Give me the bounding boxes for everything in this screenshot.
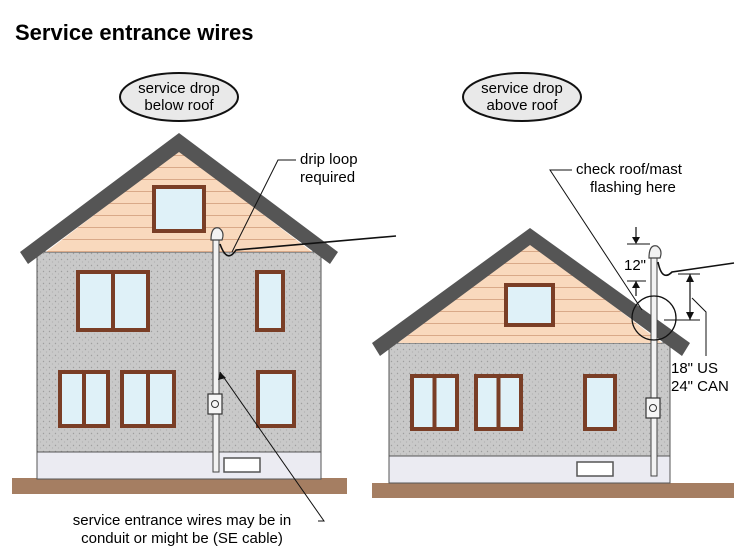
drip-loop-line2: required <box>300 169 355 186</box>
mast-right <box>650 254 658 477</box>
flashing-highlight <box>631 295 677 341</box>
flashing-line1: check roof/mast <box>576 161 683 178</box>
weatherhead-left <box>210 227 224 241</box>
badge-right-line2: above roof <box>487 97 559 114</box>
wires-line1: service entrance wires may be in <box>73 512 291 529</box>
conduit-left <box>212 235 220 473</box>
gable-window-left <box>152 185 206 233</box>
ground-right <box>372 483 734 498</box>
callout-height: 18" US 24" CAN <box>671 297 729 395</box>
meter-right <box>645 397 661 419</box>
service-drop-right <box>657 261 735 277</box>
meter-left <box>207 393 223 415</box>
house-right <box>372 227 735 498</box>
window-lower-left-3 <box>256 370 296 428</box>
house-left <box>12 133 397 494</box>
callout-flashing: check roof/mast flashing here <box>549 161 683 311</box>
height-line1: 18" US <box>671 360 718 377</box>
vent-left <box>223 457 261 473</box>
wires-line2: conduit or might be (SE cable) <box>81 530 283 547</box>
clearance-label: 12" <box>624 257 646 274</box>
weatherhead-right <box>648 245 662 259</box>
badge-service-drop-below-roof: service drop below roof <box>119 72 239 122</box>
window-right-3 <box>583 374 617 431</box>
gable-window-right <box>504 283 555 327</box>
foundation-right <box>388 455 671 484</box>
callout-drip-loop: drip loop required <box>231 151 358 253</box>
height-line2: 24" CAN <box>671 378 729 395</box>
badge-service-drop-above-roof: service drop above roof <box>462 72 582 122</box>
vent-right <box>576 461 614 477</box>
badge-left-line1: service drop <box>138 80 220 97</box>
drip-loop-line1: drip loop <box>300 151 358 168</box>
diagram-title: Service entrance wires <box>15 20 253 45</box>
callout-wires: service entrance wires may be in conduit… <box>73 371 325 547</box>
window-upper-left-2 <box>255 270 285 332</box>
service-drop-left <box>219 235 397 257</box>
badge-right-line1: service drop <box>481 80 563 97</box>
ground-left <box>12 478 347 494</box>
badge-left-line2: below roof <box>144 97 214 114</box>
flashing-line2: flashing here <box>590 179 676 196</box>
foundation-left <box>36 451 322 480</box>
